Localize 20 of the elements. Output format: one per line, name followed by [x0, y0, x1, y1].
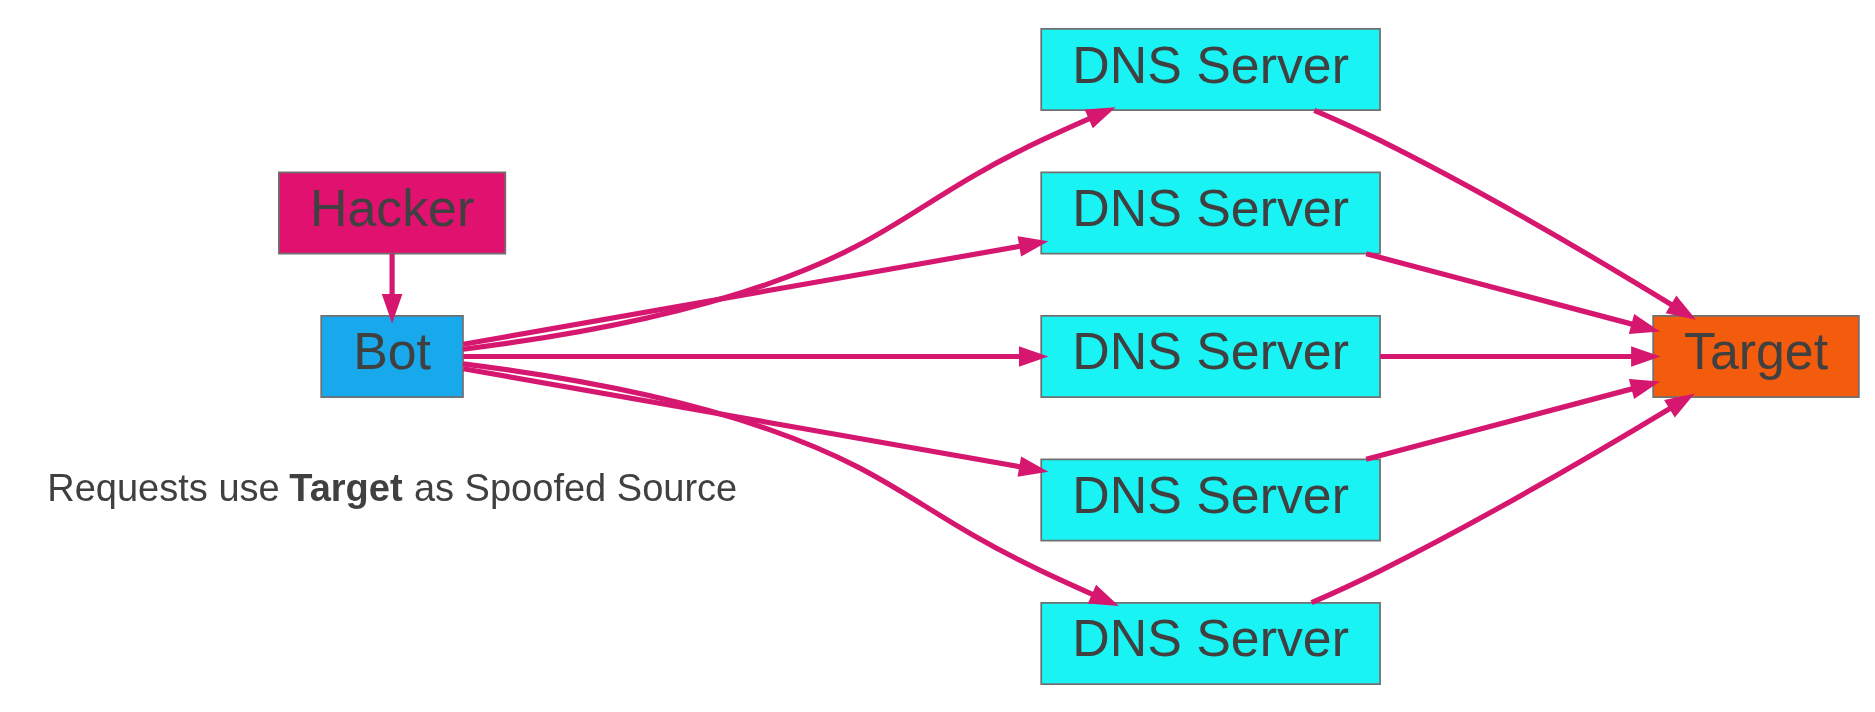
arrow [463, 345, 1049, 367]
node-box: Bot [320, 314, 464, 398]
arrow [462, 365, 1049, 477]
arrow [462, 106, 1116, 352]
node-box: DNS Server [1040, 27, 1381, 111]
node-box: DNS Server [1040, 314, 1381, 398]
arrow [1365, 378, 1660, 462]
arrow [1380, 345, 1661, 367]
arrow [462, 360, 1119, 606]
node-box: Hacker [278, 171, 507, 254]
arrow [381, 253, 403, 323]
node-box: DNS Server [1040, 458, 1381, 541]
arrow [1313, 107, 1697, 320]
arrow [462, 235, 1049, 347]
node-box: Target [1652, 314, 1860, 398]
node-box: DNS Server [1040, 601, 1381, 685]
arrow [1365, 250, 1660, 334]
node-label: Requests use Target as Spoofed Source [47, 466, 738, 509]
node-box: DNS Server [1040, 171, 1381, 254]
arrow [1310, 392, 1695, 605]
